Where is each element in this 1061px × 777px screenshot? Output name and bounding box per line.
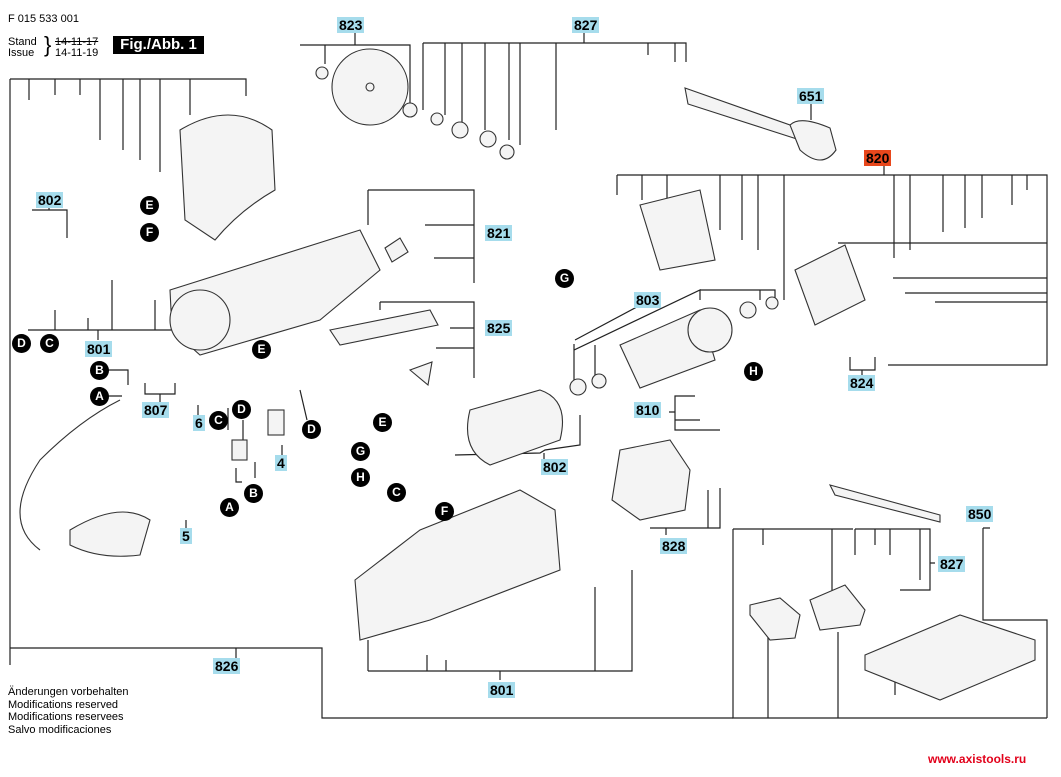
connector-d: D xyxy=(12,334,31,353)
connector-e: E xyxy=(252,340,271,359)
leader-lines xyxy=(28,79,191,172)
part-tag-801-bottom[interactable]: 801 xyxy=(488,682,516,698)
connector-c: C xyxy=(387,483,406,502)
part-tag-802-left[interactable]: 802 xyxy=(36,192,64,208)
connector-g: G xyxy=(351,442,370,461)
figure-label: Fig./Abb. 1 xyxy=(113,36,204,54)
part-tag-850[interactable]: 850 xyxy=(966,506,994,522)
disclaimer-de: Änderungen vorbehalten xyxy=(8,686,129,698)
part-tag-824[interactable]: 824 xyxy=(848,375,876,391)
brace-icon: } xyxy=(44,32,52,57)
connector-h: H xyxy=(744,362,763,381)
connector-f: F xyxy=(435,502,454,521)
part-tag-821[interactable]: 821 xyxy=(485,225,513,241)
part-tag-810[interactable]: 810 xyxy=(634,402,662,418)
connector-g: G xyxy=(555,269,574,288)
connector-d: D xyxy=(302,420,321,439)
connector-d: D xyxy=(232,400,251,419)
connector-a: A xyxy=(90,387,109,406)
connector-e: E xyxy=(373,413,392,432)
stand-label: Stand xyxy=(8,36,37,48)
disclaimer: Änderungen vorbehalten Modifications res… xyxy=(8,686,128,736)
part-tag-825[interactable]: 825 xyxy=(485,320,513,336)
part-tag-802-mid[interactable]: 802 xyxy=(541,459,569,475)
part-tag-6[interactable]: 6 xyxy=(193,415,205,431)
part-tag-826[interactable]: 826 xyxy=(213,658,241,674)
part-tag-820[interactable]: 820 xyxy=(864,150,892,166)
connector-h: H xyxy=(351,468,370,487)
connector-e: E xyxy=(140,196,159,215)
part-tag-4[interactable]: 4 xyxy=(275,455,287,471)
connector-c: C xyxy=(40,334,59,353)
disclaimer-en: Modifications reserved xyxy=(8,698,119,711)
issue-label: Issue xyxy=(8,47,35,59)
connector-b: B xyxy=(244,484,263,503)
website-link[interactable]: www.axistools.ru xyxy=(928,752,1027,766)
disclaimer-es: Salvo modificaciones xyxy=(8,723,112,736)
issue-date: 14-11-19 xyxy=(55,47,99,59)
part-tag-5[interactable]: 5 xyxy=(180,528,192,544)
connector-f: F xyxy=(140,223,159,242)
connector-c: C xyxy=(209,411,228,430)
part-tag-827-top[interactable]: 827 xyxy=(572,17,600,33)
part-tag-807[interactable]: 807 xyxy=(142,402,170,418)
disclaimer-fr: Modifications reservees xyxy=(8,711,124,723)
part-tag-651[interactable]: 651 xyxy=(797,88,825,104)
connector-a: A xyxy=(220,498,239,517)
part-number: F 015 533 001 xyxy=(8,13,79,25)
connector-b: B xyxy=(90,361,109,380)
part-tag-803[interactable]: 803 xyxy=(634,292,662,308)
old-date: 14-11-17 xyxy=(55,36,99,48)
part-tag-828[interactable]: 828 xyxy=(660,538,688,554)
part-tag-827-right[interactable]: 827 xyxy=(938,556,966,572)
part-tag-823[interactable]: 823 xyxy=(337,17,365,33)
part-tag-801-left[interactable]: 801 xyxy=(85,341,113,357)
